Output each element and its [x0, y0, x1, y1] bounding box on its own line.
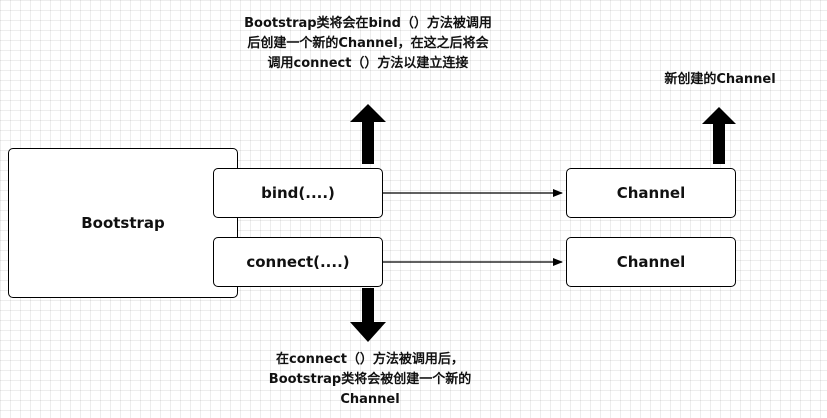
bind-annotation-line-1: Bootstrap类将会在bind（）方法被调用 [244, 16, 492, 31]
connect-method-label: connect(....) [246, 253, 350, 271]
bind-annotation: Bootstrap类将会在bind（）方法被调用 后创建一个新的Channel，… [218, 14, 518, 74]
bind-method-box: bind(....) [213, 168, 383, 218]
bootstrap-label: Bootstrap [81, 214, 165, 232]
connect-annotation-line-3: Channel [340, 392, 400, 407]
channel-box-bottom: Channel [566, 237, 736, 287]
bootstrap-box: Bootstrap [8, 148, 238, 298]
channel-up-arrow [702, 107, 736, 164]
connect-method-box: connect(....) [213, 237, 383, 287]
bind-up-arrow [350, 104, 386, 164]
connect-annotation-line-1: 在connect（）方法被调用后， [276, 352, 464, 367]
connect-down-arrow [350, 288, 386, 342]
channel-top-label: Channel [616, 184, 686, 202]
channel-bottom-label: Channel [616, 253, 686, 271]
new-channel-annotation: 新创建的Channel [640, 70, 800, 90]
bind-annotation-line-2: 后创建一个新的Channel，在这之后将会 [247, 36, 489, 51]
connect-annotation-line-2: Bootstrap类将会被创建一个新的 [268, 372, 472, 387]
channel-box-top: Channel [566, 168, 736, 218]
new-channel-annotation-text: 新创建的Channel [664, 72, 776, 87]
bind-annotation-line-3: 调用connect（）方法以建立连接 [267, 56, 469, 71]
connect-annotation: 在connect（）方法被调用后， Bootstrap类将会被创建一个新的 Ch… [240, 350, 500, 410]
bind-method-label: bind(....) [261, 184, 335, 202]
